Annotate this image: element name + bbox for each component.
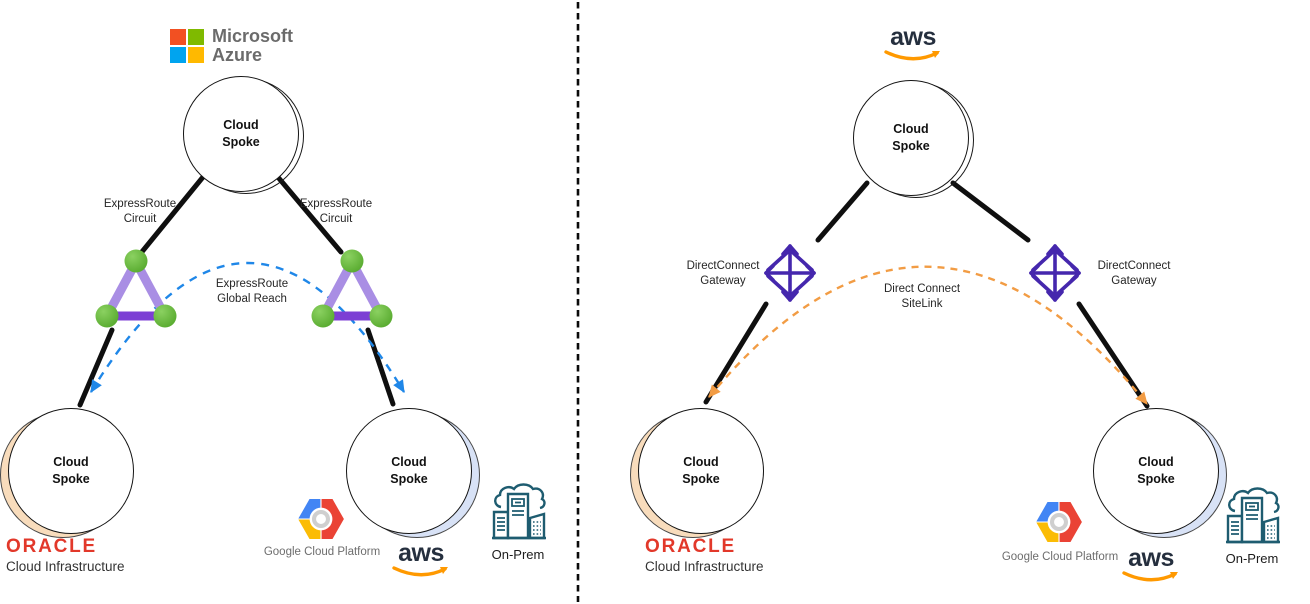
aws-smile-icon bbox=[884, 49, 940, 60]
oracle-wordmark: ORACLE bbox=[6, 536, 98, 557]
expressroute-circuit-icon bbox=[95, 249, 177, 328]
azure-bottom-right-cloud-spoke-node: Cloud Spoke bbox=[346, 408, 472, 534]
onprem-label: On-Prem bbox=[1225, 551, 1279, 566]
aws-wordmark: aws bbox=[890, 23, 936, 51]
onprem-buildings-icon bbox=[1226, 487, 1280, 544]
oracle-wordmark: ORACLE bbox=[645, 536, 737, 557]
onprem-buildings-icon bbox=[492, 483, 546, 540]
microsoft-azure-logo: Microsoft Azure bbox=[170, 27, 293, 65]
global-reach-arc bbox=[89, 262, 406, 393]
node-label: Cloud Spoke bbox=[682, 454, 720, 487]
aws-logo: aws bbox=[390, 539, 452, 579]
aws-logo: aws bbox=[1120, 544, 1182, 584]
sitelink-arc bbox=[708, 265, 1148, 405]
directconnect-gateway-label-left: DirectConnect Gateway bbox=[686, 260, 760, 287]
azure-top-cloud-spoke-node: Cloud Spoke bbox=[183, 76, 299, 192]
gcp-logo-label: Google Cloud Platform bbox=[263, 546, 381, 558]
aws-provider-logo: aws bbox=[881, 23, 945, 63]
global-reach-label: ExpressRoute Global Reach bbox=[215, 278, 289, 305]
oracle-cloud-logo: ORACLE Cloud Infrastructure bbox=[645, 536, 764, 574]
aws-top-cloud-spoke-node: Cloud Spoke bbox=[853, 80, 969, 196]
expressroute-circuit-icon bbox=[311, 249, 393, 328]
node-label: Cloud Spoke bbox=[390, 454, 428, 487]
azure-bottom-left-cloud-spoke-node: Cloud Spoke bbox=[8, 408, 134, 534]
expressroute-circuit-label-right: ExpressRoute Circuit bbox=[299, 198, 373, 225]
ms-square-green bbox=[188, 28, 204, 45]
node-label: Cloud Spoke bbox=[222, 117, 260, 150]
onprem-label: On-Prem bbox=[491, 547, 545, 562]
aws-smile-icon bbox=[1122, 570, 1178, 581]
ms-square-blue bbox=[170, 46, 186, 63]
azure-links bbox=[77, 173, 396, 408]
directconnect-gateway-icon bbox=[764, 244, 816, 302]
aws-wordmark: aws bbox=[398, 539, 444, 567]
sitelink-label: Direct Connect SiteLink bbox=[883, 283, 961, 310]
gcp-hexagon-icon bbox=[1034, 500, 1084, 544]
ms-square-red bbox=[170, 28, 186, 45]
oracle-cloud-logo: ORACLE Cloud Infrastructure bbox=[6, 536, 125, 574]
node-label: Cloud Spoke bbox=[1137, 454, 1175, 487]
expressroute-circuit-label-left: ExpressRoute Circuit bbox=[103, 198, 177, 225]
microsoft-logo-icon bbox=[170, 28, 204, 63]
aws-bottom-right-cloud-spoke-node: Cloud Spoke bbox=[1093, 408, 1219, 534]
directconnect-gateway-icon bbox=[1029, 244, 1081, 302]
aws-wordmark: aws bbox=[1128, 544, 1174, 572]
directconnect-gateway-label-right: DirectConnect Gateway bbox=[1097, 260, 1171, 287]
oracle-subtitle: Cloud Infrastructure bbox=[645, 558, 764, 574]
oracle-subtitle: Cloud Infrastructure bbox=[6, 558, 125, 574]
microsoft-logo-name: Microsoft bbox=[212, 26, 293, 46]
microsoft-logo-product: Azure bbox=[212, 44, 263, 65]
gcp-hexagon-icon bbox=[296, 497, 346, 541]
aws-smile-icon bbox=[392, 565, 448, 576]
node-label: Cloud Spoke bbox=[892, 121, 930, 154]
node-label: Cloud Spoke bbox=[52, 454, 90, 487]
aws-bottom-left-cloud-spoke-node: Cloud Spoke bbox=[638, 408, 764, 534]
ms-square-yellow bbox=[188, 46, 204, 63]
gcp-logo-label: Google Cloud Platform bbox=[1001, 551, 1119, 563]
